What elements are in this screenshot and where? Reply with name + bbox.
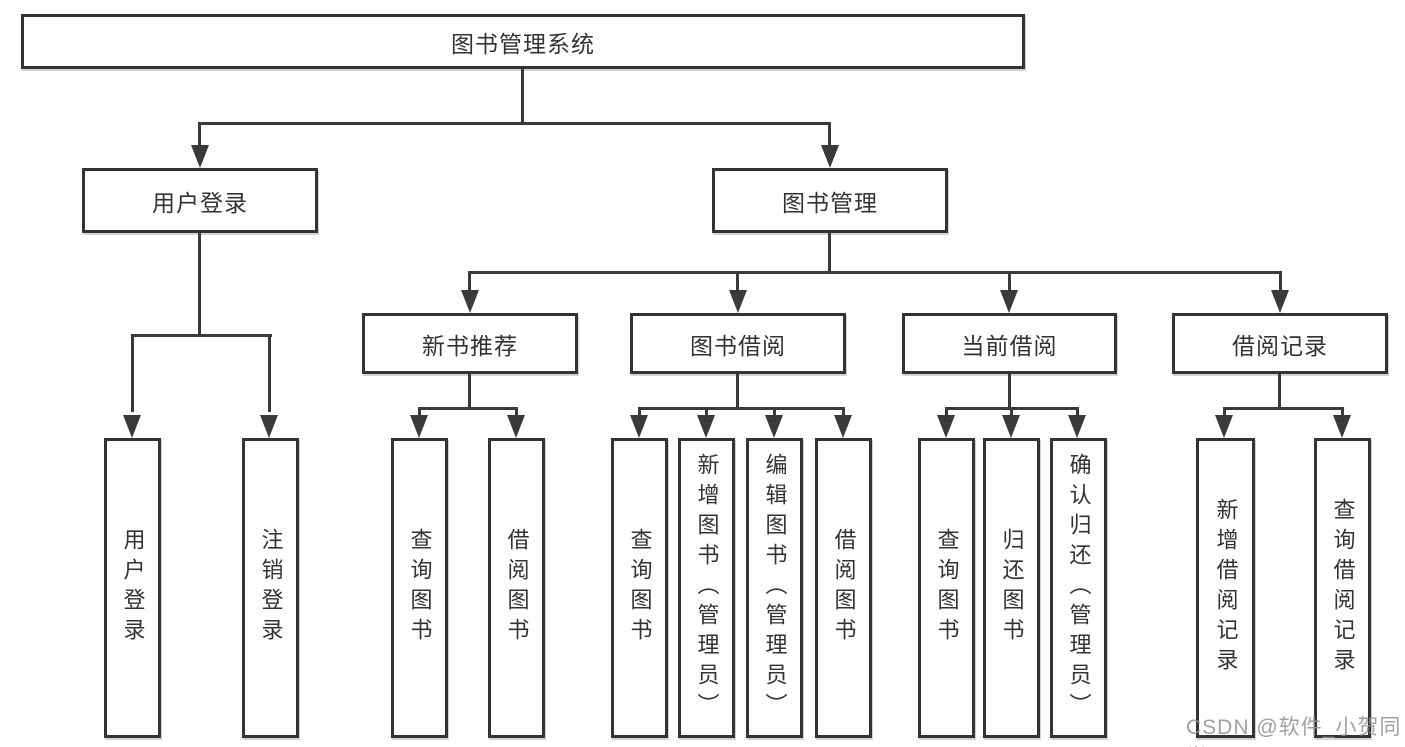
node-book-management: 图书管理 — [712, 168, 948, 233]
arrow-down-icon — [507, 415, 525, 438]
arrow-down-icon — [834, 415, 852, 438]
leaf-query-books-current: 查询图书 — [918, 438, 975, 738]
leaf-label: 注销登录 — [258, 528, 284, 648]
node-current-borrowing: 当前借阅 — [902, 313, 1117, 374]
leaf-label: 查询借阅记录 — [1330, 498, 1356, 678]
leaf-return-books: 归还图书 — [983, 438, 1040, 738]
connector-line — [418, 407, 421, 417]
connector-line — [418, 407, 518, 410]
connector-line — [736, 271, 739, 293]
connector-line — [198, 233, 201, 336]
connector-line — [736, 374, 739, 410]
node-new-book-recommendation: 新书推荐 — [362, 313, 578, 374]
leaf-label: 用户登录 — [120, 528, 146, 648]
node-label: 新书推荐 — [422, 332, 518, 359]
arrow-down-icon — [729, 290, 747, 313]
leaf-label: 借阅图书 — [504, 528, 530, 648]
connector-line — [1223, 407, 1344, 410]
leaf-query-books-borrowing: 查询图书 — [611, 438, 668, 738]
leaf-borrow-books: 借阅图书 — [815, 438, 872, 738]
connector-line — [945, 407, 948, 417]
arrow-down-icon — [697, 415, 715, 438]
node-label: 借阅记录 — [1232, 332, 1328, 359]
connector-line — [515, 407, 518, 417]
connector-line — [468, 271, 1282, 274]
connector-line — [268, 334, 271, 412]
node-label: 图书管理 — [782, 189, 878, 216]
arrow-down-icon — [937, 415, 955, 438]
connector-line — [468, 374, 471, 410]
node-borrowing-records: 借阅记录 — [1172, 313, 1388, 374]
connector-line — [198, 122, 831, 125]
arrow-down-icon — [1000, 290, 1018, 313]
leaf-label: 新增借阅记录 — [1213, 498, 1239, 678]
node-user-login: 用户登录 — [82, 168, 318, 233]
node-label: 图书借阅 — [690, 332, 786, 359]
arrow-down-icon — [1333, 415, 1351, 438]
arrow-down-icon — [410, 415, 428, 438]
node-library-management-system: 图书管理系统 — [21, 14, 1025, 69]
connector-line — [842, 407, 845, 417]
node-book-borrowing: 图书借阅 — [630, 313, 846, 374]
connector-line — [705, 407, 708, 417]
arrow-down-icon — [260, 415, 278, 438]
arrow-down-icon — [1271, 290, 1289, 313]
leaf-user-login: 用户登录 — [104, 438, 161, 738]
arrow-down-icon — [1068, 415, 1086, 438]
connector-line — [638, 407, 641, 417]
leaf-label: 查询图书 — [627, 528, 653, 648]
leaf-borrow-books-recommend: 借阅图书 — [488, 438, 545, 738]
node-label: 用户登录 — [152, 189, 248, 216]
leaf-label: 新增图书（管理员） — [694, 453, 720, 723]
leaf-label: 编辑图书（管理员） — [762, 453, 788, 723]
connector-line — [1008, 374, 1011, 410]
arrow-down-icon — [821, 145, 839, 168]
leaf-add-books-admin: 新增图书（管理员） — [678, 438, 735, 738]
leaf-label: 归还图书 — [999, 528, 1025, 648]
leaf-label: 查询图书 — [407, 528, 433, 648]
leaf-query-books-recommend: 查询图书 — [391, 438, 448, 738]
connector-line — [1008, 271, 1011, 293]
connector-line — [1341, 407, 1344, 417]
arrow-down-icon — [191, 145, 209, 168]
connector-line — [828, 122, 831, 149]
connector-line — [521, 69, 524, 124]
connector-line — [828, 233, 831, 274]
connector-line — [198, 122, 201, 149]
connector-line — [773, 407, 776, 417]
arrow-down-icon — [1002, 415, 1020, 438]
leaf-label: 确认归还（管理员） — [1066, 453, 1092, 723]
csdn-watermark: CSDN @软件_小贺同学 — [1186, 716, 1402, 747]
connector-line — [1010, 407, 1013, 417]
leaf-logout: 注销登录 — [242, 438, 299, 738]
connector-line — [1223, 407, 1226, 417]
node-label: 图书管理系统 — [451, 30, 595, 57]
arrow-down-icon — [1215, 415, 1233, 438]
leaf-confirm-return-admin: 确认归还（管理员） — [1050, 438, 1107, 738]
leaf-add-borrow-record: 新增借阅记录 — [1196, 438, 1255, 738]
connector-line — [131, 334, 272, 337]
arrow-down-icon — [461, 290, 479, 313]
leaf-query-borrow-record: 查询借阅记录 — [1314, 438, 1371, 738]
arrow-down-icon — [630, 415, 648, 438]
connector-line — [638, 407, 845, 410]
connector-line — [1076, 407, 1079, 417]
connector-line — [468, 271, 471, 293]
node-label: 当前借阅 — [961, 332, 1058, 359]
connector-line — [1279, 271, 1282, 293]
connector-line — [1278, 374, 1281, 410]
connector-line — [131, 334, 134, 412]
arrow-down-icon — [765, 415, 783, 438]
leaf-label: 查询图书 — [934, 528, 960, 648]
leaf-edit-books-admin: 编辑图书（管理员） — [746, 438, 803, 738]
arrow-down-icon — [123, 415, 141, 438]
leaf-label: 借阅图书 — [831, 528, 857, 648]
